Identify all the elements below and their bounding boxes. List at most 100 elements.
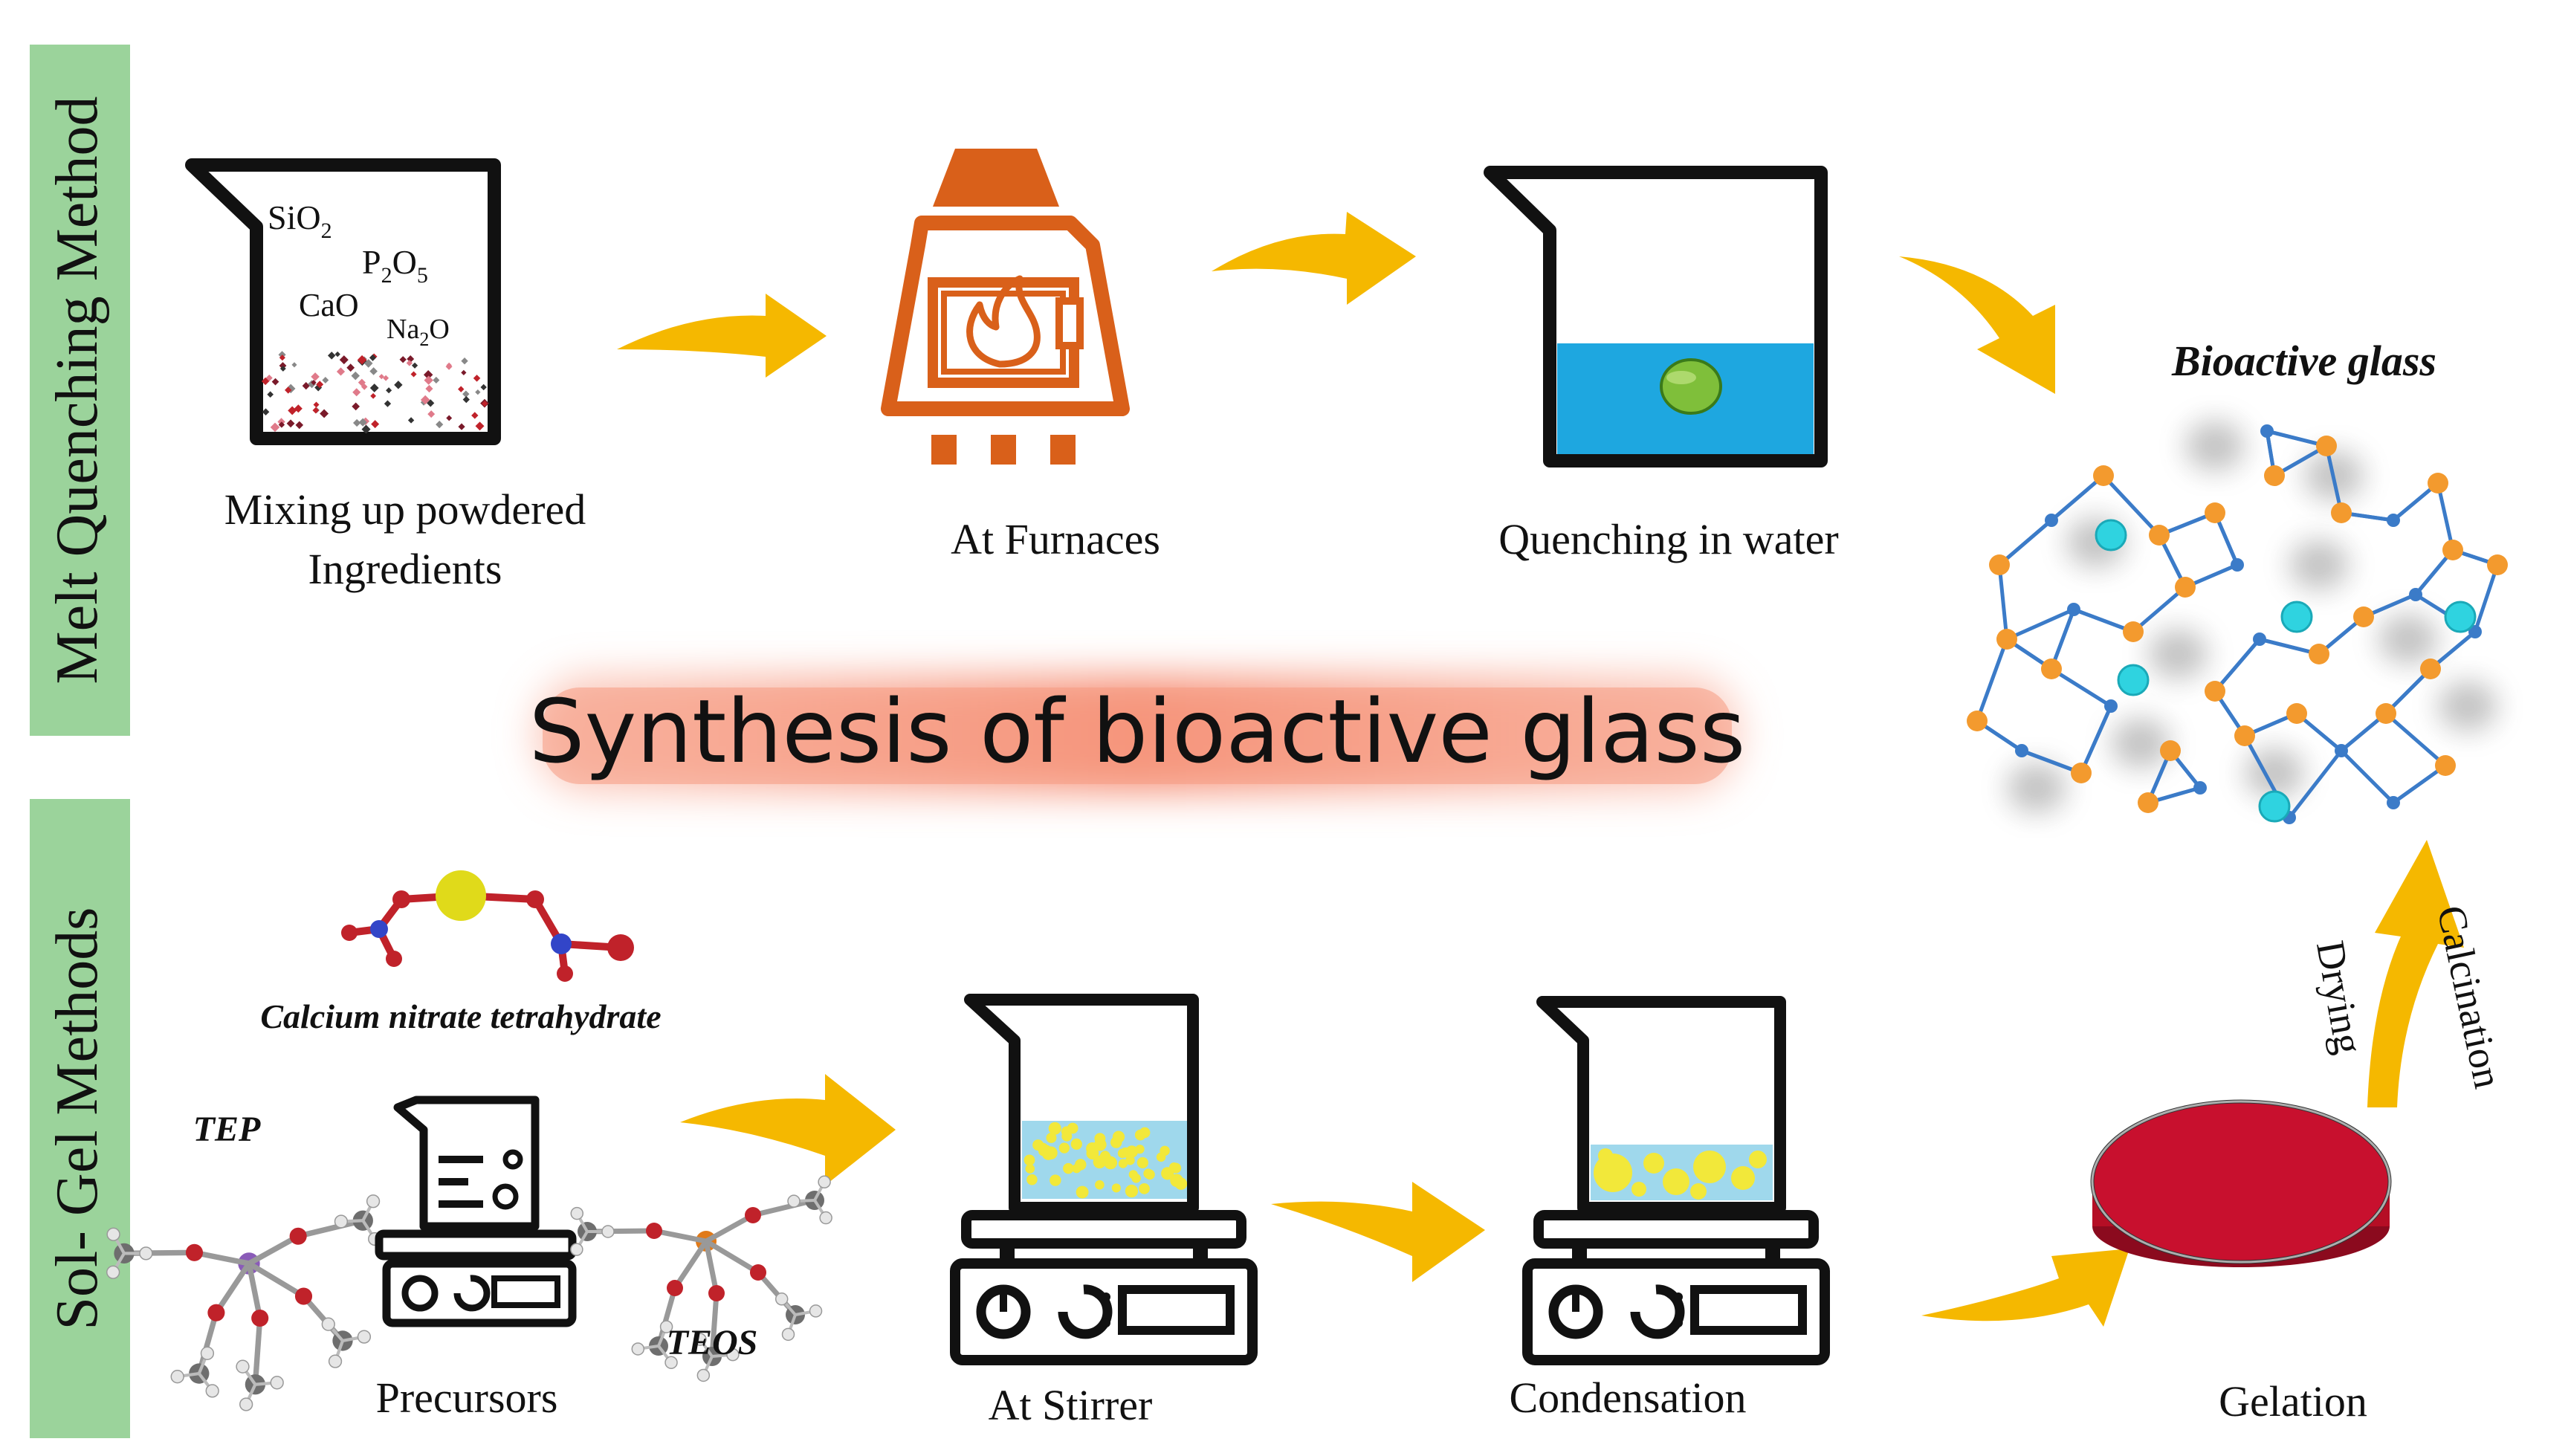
network-shadow — [2378, 614, 2438, 664]
sol-particle — [1125, 1184, 1139, 1198]
petri-dish-icon — [2090, 1099, 2392, 1267]
molecule-hydrogen-atom — [205, 1384, 219, 1398]
network-ion — [2095, 519, 2127, 551]
sol-particle — [1693, 1151, 1726, 1183]
molecule-hydrogen-atom — [321, 1317, 335, 1331]
powder-particle — [425, 384, 433, 393]
molecule-hydrogen-atom — [664, 1356, 678, 1369]
molecule-hydrogen-atom — [819, 1211, 832, 1225]
molecule-oxygen-atom — [750, 1264, 766, 1281]
molecule-bond — [705, 1238, 760, 1275]
molecule-hydrogen-atom — [170, 1370, 184, 1384]
condensation-station — [1522, 996, 1830, 1365]
network-o-atom — [2205, 502, 2225, 523]
powder-particle — [291, 362, 297, 368]
hotplate-stirrer-icon — [1522, 1210, 1830, 1365]
network-o-atom — [2175, 577, 2196, 598]
melt-quenching-section-bar: Melt Quenching Method — [30, 45, 130, 736]
molecule-oxygen-atom — [185, 1243, 204, 1261]
powder-particle — [445, 363, 453, 370]
powder-particle — [394, 381, 403, 389]
network-shadow — [2111, 718, 2170, 769]
molecule-hydrogen-atom — [809, 1304, 823, 1318]
network-si-atom — [2015, 744, 2028, 757]
powder-particle — [336, 367, 346, 376]
powder-particles — [261, 351, 489, 434]
network-o-atom — [2309, 644, 2329, 664]
molecule-bond — [673, 1240, 708, 1290]
powder-particle — [384, 400, 392, 407]
sol-particle — [1161, 1167, 1174, 1180]
molecule-oxygen-atom — [207, 1304, 225, 1321]
network-bond — [2050, 474, 2105, 522]
network-shadow — [2185, 421, 2245, 471]
molecule-hydrogen-atom — [726, 1347, 740, 1362]
sol-particle — [1041, 1145, 1052, 1155]
sol-particle — [1093, 1138, 1107, 1151]
sol-particle — [1048, 1122, 1061, 1135]
powder-particle — [270, 422, 280, 433]
network-si-atom — [2067, 603, 2080, 616]
network-o-atom — [2353, 606, 2374, 627]
molecule-hydrogen-atom — [334, 1214, 349, 1229]
molecule-hydrogen-atom — [781, 1327, 795, 1342]
powder-particle — [261, 377, 270, 386]
arrow-precursors-to-stirrer — [680, 1074, 896, 1185]
network-o-atom — [1967, 711, 1988, 731]
sol-particle — [1050, 1174, 1061, 1186]
network-si-atom — [2260, 424, 2274, 438]
network-bond — [2384, 712, 2447, 767]
tep-label: TEP — [193, 1110, 261, 1149]
arrow-furnace-to-quench — [1212, 212, 1416, 305]
cao-label: CaO — [299, 287, 359, 323]
molecule-hydrogen-atom — [631, 1342, 645, 1356]
powder-particle — [406, 360, 413, 366]
powder-particle — [357, 355, 367, 365]
molecule-bond — [653, 1228, 707, 1244]
molecule-hydrogen-atom — [328, 1354, 343, 1368]
molecule-oxygen-atom — [294, 1287, 313, 1305]
network-bond — [2050, 667, 2112, 708]
molecule-hydrogen-atom — [818, 1175, 831, 1189]
network-o-atom — [2435, 755, 2456, 776]
molecule-hydrogen-atom — [601, 1225, 615, 1238]
network-o-atom — [2316, 436, 2337, 456]
sol-particle — [1023, 1154, 1035, 1166]
sol-particle — [1143, 1168, 1154, 1179]
molecule-icon — [341, 870, 634, 982]
powder-particle — [458, 423, 465, 430]
na2o-sub: 2 — [419, 329, 429, 350]
stirrer-caption: At Stirrer — [989, 1381, 1153, 1429]
melt-quenching-label: Melt Quenching Method — [45, 97, 110, 685]
network-si-atom — [2409, 588, 2422, 601]
calcium-nitrate-label: Calcium nitrate tetrahydrate — [260, 997, 661, 1035]
network-si-atom — [2231, 558, 2244, 572]
molecule-bond — [252, 1318, 263, 1385]
network-bond — [2021, 748, 2082, 775]
powder-particle — [461, 369, 467, 375]
p2o5-sub1: 2 — [381, 263, 392, 288]
quench-beaker — [1484, 166, 1828, 467]
teos-molecule — [570, 1175, 832, 1382]
svg-text:SiO2: SiO2 — [268, 198, 332, 243]
sol-particle — [1135, 1145, 1145, 1154]
sol-particle — [1063, 1162, 1074, 1174]
sol-particle — [1643, 1153, 1664, 1174]
petri-dish — [2090, 1099, 2392, 1267]
furnace-icon — [881, 149, 1130, 465]
p2o5-p: P — [362, 243, 381, 281]
powder-particle — [351, 371, 360, 381]
powder-particle — [461, 357, 468, 365]
arrow-mix-to-furnace — [617, 294, 827, 378]
molecule-bond — [709, 1292, 719, 1357]
molecule-bond — [703, 1240, 719, 1294]
sol-particle — [1749, 1151, 1767, 1168]
molecule-oxygen-atom — [745, 1207, 761, 1223]
network-o-atom — [2123, 621, 2144, 642]
flame-icon — [966, 275, 1041, 368]
sol-particle — [1110, 1136, 1122, 1148]
sol-particle — [1026, 1174, 1038, 1185]
network-o-atom — [2286, 703, 2307, 724]
network-shadow — [2289, 540, 2349, 590]
powder-particle — [407, 417, 415, 424]
